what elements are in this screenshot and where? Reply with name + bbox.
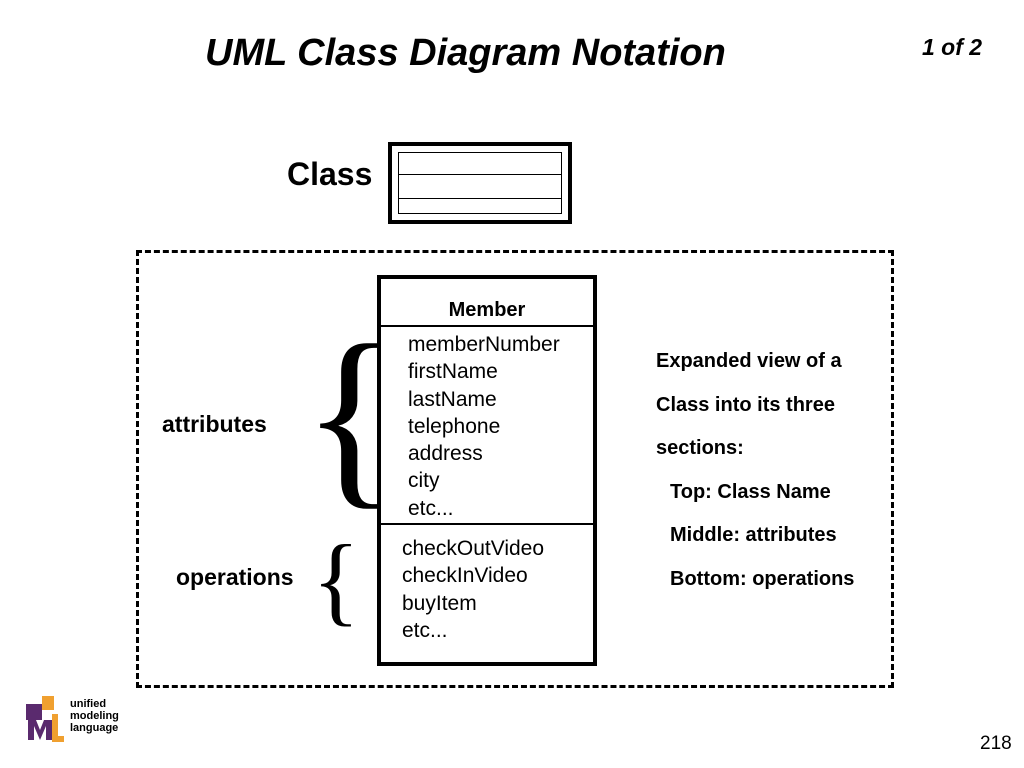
attribute-item: memberNumber [408,333,560,356]
class-box-inner-right [561,152,562,214]
description-item-bottom: Bottom: operations [670,567,855,590]
attribute-item: address [408,442,483,466]
class-symbol-box [388,142,572,224]
description-line: sections: [656,437,744,459]
operation-item: etc... [402,618,448,642]
operation-item: checkOutVideo [402,537,545,560]
class-box-inner-left [398,152,399,214]
slide-title: UML Class Diagram Notation [205,32,726,74]
attribute-item: firstName [408,360,498,384]
description-line: Expanded view of a [656,350,842,372]
description-item-top: Top: Class Name [670,480,831,503]
expanded-view-frame [136,250,894,688]
logo-line: unified [70,698,107,710]
page-number: 218 [980,733,1012,754]
attributes-label: attributes [162,411,267,437]
operation-list: checkOutVideo checkInVideo buyItem etc..… [402,535,544,644]
description-item-middle: Middle: attributes [670,524,837,546]
uml-logo-text: unified modeling language [70,698,119,734]
uml-logo-icon [24,694,66,744]
attribute-item: telephone [408,414,501,438]
member-class-box: Member memberNumber firstName lastName t… [377,275,597,666]
operations-brace-icon: { [312,524,360,635]
attribute-list: memberNumber firstName lastName telephon… [408,331,560,522]
attribute-item: city [408,469,440,493]
name-attributes-divider [381,325,593,327]
description-line: Class into its three [656,393,835,416]
class-box-inner-bottom [398,213,562,214]
attributes-brace-icon: { [302,305,398,526]
class-symbol-label: Class [287,156,373,192]
logo-line: modeling [70,710,119,722]
page-indicator: 1 of 2 [922,34,983,60]
description-text: Expanded view of a Class into its three … [656,340,854,601]
operation-item: buyItem [402,591,477,615]
class-box-inner-top [398,152,562,153]
operation-item: checkInVideo [402,564,528,588]
class-box-divider-bottom [398,198,562,199]
attributes-operations-divider [381,523,593,525]
operations-label: operations [176,564,294,590]
attribute-item: etc... [408,496,454,520]
class-name: Member [448,299,526,321]
class-box-divider-top [398,174,562,175]
logo-line: language [70,722,119,734]
attribute-item: lastName [408,387,497,411]
